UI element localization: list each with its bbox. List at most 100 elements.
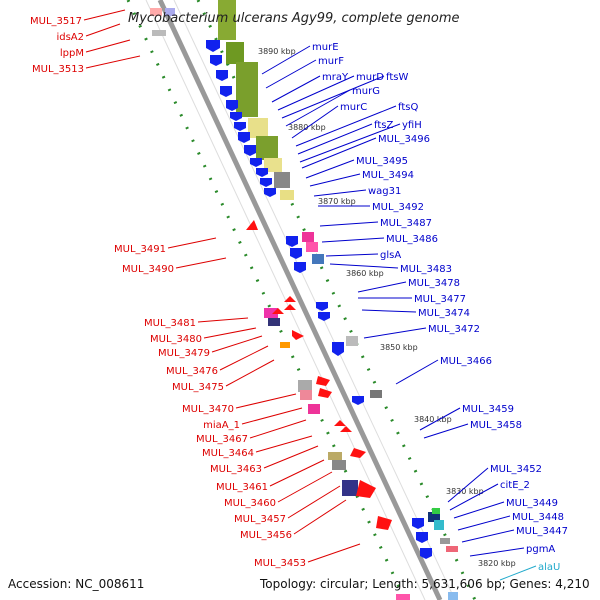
left-leader-line — [83, 9, 126, 21]
right-leader-line — [285, 89, 351, 127]
right-leader-line — [291, 105, 339, 139]
left-leader-line — [85, 55, 141, 69]
right-leader-line — [423, 423, 469, 439]
right-gene-label: murF — [318, 56, 344, 67]
right-gene-label: MUL_3452 — [490, 464, 542, 475]
genome-summary-text: Topology: circular; Length: 5,631,606 bp… — [259, 577, 590, 591]
left-gene-label: MUL_3480 — [150, 334, 202, 345]
right-gene-label: MUL_3472 — [428, 324, 480, 335]
right-gene-label: MUL_3458 — [470, 420, 522, 431]
right-gene-label: MUL_3494 — [362, 170, 414, 181]
right-leader-line — [321, 237, 385, 243]
feature-blocks — [150, 8, 458, 600]
right-leader-line — [457, 515, 511, 531]
left-gene-label: MUL_3479 — [158, 348, 210, 359]
left-gene-label: lppM — [60, 48, 84, 59]
genome-backbone — [157, 0, 443, 600]
right-leader-line — [265, 59, 317, 89]
left-gene-label: MUL_3513 — [32, 64, 84, 75]
right-leader-line — [419, 407, 461, 431]
right-gene-label: mraY — [322, 72, 349, 83]
right-gene-label: MUL_3478 — [408, 278, 460, 289]
backbone-edge-left — [145, 0, 426, 600]
right-gene-label: ftsQ — [398, 102, 418, 113]
left-gene-label: idsA2 — [56, 32, 84, 43]
right-gene-label: glsA — [380, 250, 401, 261]
left-gene-label: MUL_3517 — [30, 16, 82, 27]
right-leader-line — [305, 159, 355, 179]
left-leader-line — [197, 317, 249, 323]
right-leader-line — [363, 327, 427, 339]
right-leader-line — [357, 281, 407, 293]
left-leader-line — [175, 257, 227, 269]
right-gene-label: citE_2 — [500, 480, 530, 491]
left-leader-line — [225, 359, 275, 387]
kbp-label: 3850 kbp — [380, 343, 418, 352]
kbp-label: 3840 kbp — [414, 415, 452, 424]
left-leader-line — [203, 327, 257, 339]
right-gene-label: alaU — [538, 562, 560, 573]
left-leader-line — [167, 237, 217, 249]
right-gene-label: MUL_3459 — [462, 404, 514, 415]
right-leader-line — [361, 309, 417, 313]
left-gene-label: MUL_3490 — [122, 264, 174, 275]
right-gene-label: MUL_3495 — [356, 156, 408, 167]
left-gene-label: MUL_3460 — [224, 498, 276, 509]
kbp-label: 3890 kbp — [258, 47, 296, 56]
left-gene-label: MUL_3476 — [166, 366, 218, 377]
right-gene-label: MUL_3477 — [414, 294, 466, 305]
right-leader-line — [295, 105, 397, 147]
right-leader-line — [447, 467, 489, 503]
left-gene-label: MUL_3461 — [216, 482, 268, 493]
right-leader-line — [499, 565, 537, 581]
kbp-label: 3870 kbp — [318, 197, 356, 206]
right-leader-line — [309, 173, 361, 187]
right-gene-label: MUL_3466 — [440, 356, 492, 367]
right-gene-label: MUL_3447 — [516, 526, 568, 537]
backbone-edge-right — [173, 0, 456, 600]
right-leader-line — [271, 75, 321, 103]
map-title: Mycobacterium ulcerans Agy99, complete g… — [128, 11, 460, 26]
right-gene-label: murC — [340, 102, 367, 113]
right-gene-label: MUL_3492 — [372, 202, 424, 213]
right-leader-line — [313, 189, 367, 197]
left-leader-line — [241, 407, 303, 425]
left-leader-line — [307, 543, 361, 563]
left-gene-label: MUL_3464 — [202, 448, 254, 459]
right-leader-line — [325, 253, 379, 257]
right-gene-label: murD — [356, 72, 384, 83]
right-gene-label: wag31 — [368, 186, 401, 197]
left-gene-label: MUL_3463 — [210, 464, 262, 475]
right-gene-label: MUL_3496 — [378, 134, 430, 145]
left-leader-line — [287, 485, 341, 519]
left-leader-line — [293, 499, 347, 535]
left-gene-label: miaA_1 — [203, 420, 240, 431]
right-leader-line — [461, 529, 515, 543]
right-gene-label: yfiH — [402, 120, 422, 131]
right-leader-line — [281, 75, 385, 119]
left-leader-line — [263, 445, 319, 469]
right-gene-label: MUL_3483 — [400, 264, 452, 275]
left-gene-label: MUL_3453 — [254, 558, 306, 569]
right-leader-line — [449, 483, 499, 511]
left-gene-label: MUL_3475 — [172, 382, 224, 393]
right-leader-line — [277, 75, 355, 111]
left-leader-line — [249, 419, 307, 439]
left-leader-line — [211, 335, 263, 353]
right-leader-line — [469, 547, 525, 557]
left-gene-label: MUL_3456 — [240, 530, 292, 541]
gc-content-band — [218, 0, 294, 200]
right-leader-line — [301, 137, 377, 169]
right-gene-label: murE — [312, 42, 339, 53]
right-leader-line — [329, 263, 399, 269]
right-gene-label: ftsZ — [374, 120, 393, 131]
right-gene-label: ftsW — [386, 72, 408, 83]
left-gene-label: MUL_3481 — [144, 318, 196, 329]
left-leader-line — [85, 39, 131, 53]
kbp-label: 3820 kbp — [478, 559, 516, 568]
right-gene-label: murG — [352, 86, 380, 97]
left-leader-line — [269, 459, 325, 487]
right-leader-line — [299, 123, 401, 163]
